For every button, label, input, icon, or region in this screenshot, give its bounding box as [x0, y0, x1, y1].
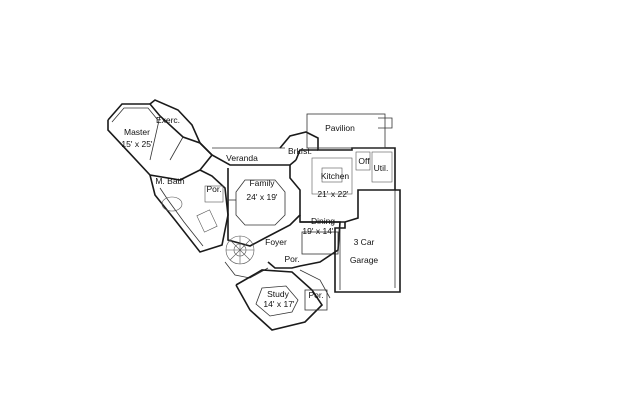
central-walls [199, 142, 301, 247]
master-room-size: 15' x 25' [121, 139, 153, 149]
dining-table [301, 231, 339, 255]
master-room-name: Master [124, 127, 150, 137]
porch-study-name: Por. [308, 290, 323, 300]
family-room-size: 24' x 19' [246, 192, 278, 202]
pavilion-frame [306, 113, 386, 149]
porch-study-frame [304, 289, 328, 311]
garage-walls [334, 189, 401, 293]
family-room-name: Family [249, 178, 275, 188]
pavilion-name: Pavilion [325, 123, 355, 133]
dining-room-size: 19' x 14' [302, 226, 334, 236]
foyer-name: Foyer [265, 237, 287, 247]
dining-room-name: Dining [311, 216, 335, 226]
kitchen-island [311, 157, 353, 195]
breakfast-name: Brkfst. [288, 146, 312, 156]
kitchen-name: Kitchen [321, 171, 350, 181]
study-room-size: 14' x 17' [263, 299, 295, 309]
master-bath-name: M. Bath [155, 176, 185, 186]
kitchen-size: 21' x 22' [317, 189, 349, 199]
office-name: Off [358, 156, 370, 166]
bathtub [161, 196, 183, 212]
vanity [196, 209, 218, 233]
garage-line-2: Garage [350, 255, 379, 265]
veranda-name: Veranda [226, 153, 258, 163]
study-walls [235, 269, 331, 331]
kitchen-walls [279, 113, 396, 223]
study-room-name: Study [267, 289, 289, 299]
dining-foyer-walls [224, 215, 341, 279]
master-bath-walls [149, 169, 229, 253]
porch-left-area [204, 185, 224, 203]
porch-entry-name: Por. [284, 254, 299, 264]
exercise-room-name: Exerc. [156, 115, 180, 125]
porch-left-name: Por. [206, 184, 221, 194]
utility-name: Util. [374, 163, 389, 173]
garage-line-1: 3 Car [354, 237, 375, 247]
